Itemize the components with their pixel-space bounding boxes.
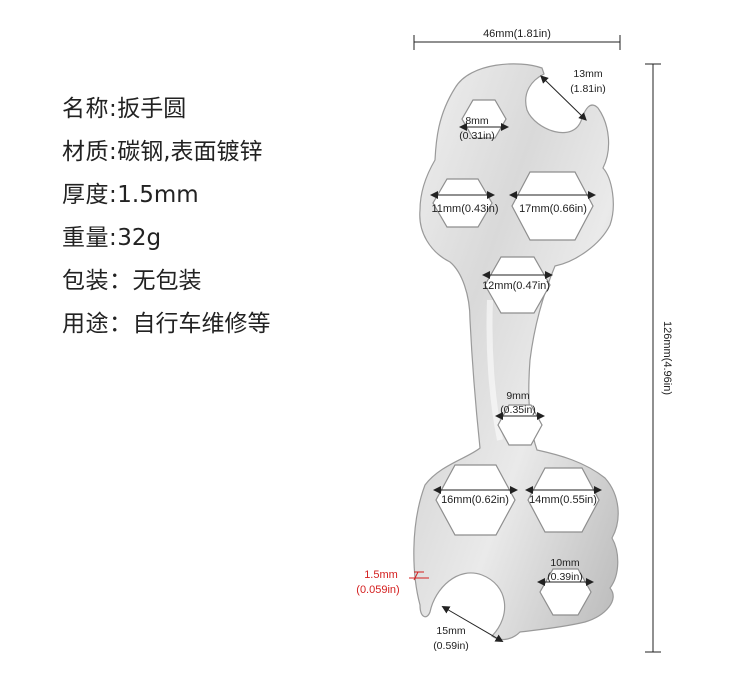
spec-value: 自行车维修等 bbox=[132, 311, 271, 337]
height-dimension-label: 126mm(4.96in) bbox=[661, 321, 673, 395]
spec-row-usage: 用途：自行车维修等 bbox=[62, 303, 271, 346]
hex16-label: 16mm(0.62in) bbox=[441, 494, 509, 506]
hex-hole-14mm bbox=[527, 467, 600, 533]
bottom-jaw-arrow bbox=[441, 605, 504, 643]
top-jaw-arrow bbox=[540, 75, 587, 121]
spec-label: 厚度: bbox=[62, 182, 118, 208]
wrench-shine bbox=[486, 299, 503, 441]
spec-label: 名称: bbox=[62, 96, 118, 122]
hex10-label-mm: 10mm bbox=[550, 557, 579, 569]
spec-value: 扳手圆 bbox=[117, 96, 187, 122]
spec-row-packaging: 包装：无包装 bbox=[62, 260, 271, 303]
hex9-label-mm: 9mm bbox=[506, 390, 530, 402]
thickness-label-in: (0.059in) bbox=[356, 584, 399, 596]
hex8-label-mm: 8mm bbox=[465, 115, 489, 127]
thickness-label-mm: 1.5mm bbox=[364, 569, 398, 581]
spec-row-name: 名称:扳手圆 bbox=[62, 88, 271, 131]
wrench-body bbox=[413, 63, 619, 641]
hex-hole-16mm bbox=[435, 464, 516, 536]
spec-value: 1.5mm bbox=[117, 182, 199, 208]
bottom-jaw-label-mm: 15mm bbox=[436, 625, 465, 637]
spec-row-thickness: 厚度:1.5mm bbox=[62, 174, 271, 217]
hex17-label: 17mm(0.66in) bbox=[519, 203, 587, 215]
spec-row-material: 材质:碳钢,表面镀锌 bbox=[62, 131, 271, 174]
spec-row-weight: 重量:32g bbox=[62, 217, 271, 260]
spec-value: 无包装 bbox=[132, 268, 202, 294]
hex11-label: 11mm(0.43in) bbox=[431, 203, 498, 215]
spec-list: 名称:扳手圆 材质:碳钢,表面镀锌 厚度:1.5mm 重量:32g 包装：无包装… bbox=[62, 88, 271, 346]
spec-label: 包装： bbox=[62, 268, 133, 294]
spec-label: 用途： bbox=[62, 311, 133, 337]
hex10-label-in: (0.39in) bbox=[547, 571, 583, 583]
top-jaw-label-mm: 13mm bbox=[573, 68, 602, 80]
spec-value: 碳钢,表面镀锌 bbox=[117, 139, 263, 165]
hex-hole-17mm bbox=[511, 171, 594, 241]
bottom-jaw-label-in: (0.59in) bbox=[433, 640, 469, 652]
spec-label: 材质: bbox=[62, 139, 118, 165]
top-jaw-label-in: (1.81in) bbox=[570, 83, 606, 95]
spec-value: 32g bbox=[117, 225, 162, 251]
hex9-label-in: (0.35in) bbox=[500, 404, 536, 416]
spec-label: 重量: bbox=[62, 225, 118, 251]
hex14-label: 14mm(0.55in) bbox=[529, 494, 597, 506]
width-dimension-label: 46mm(1.81in) bbox=[483, 28, 551, 40]
thickness-tick-slant bbox=[413, 571, 419, 581]
hex12-label: 12mm(0.47in) bbox=[482, 280, 550, 292]
hex8-label-in: (0.31in) bbox=[459, 130, 495, 142]
